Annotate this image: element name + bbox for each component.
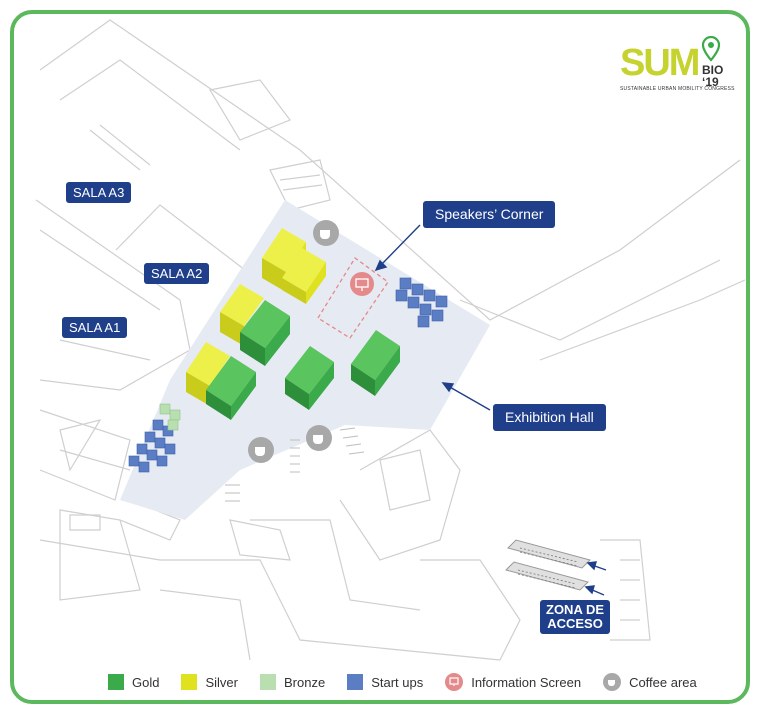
logo-wordmark: SUM	[620, 42, 700, 84]
room-label-sala-a1: SALA A1	[62, 317, 128, 338]
map-frame	[10, 10, 750, 704]
silver-swatch	[181, 674, 198, 690]
legend-label: Gold	[132, 674, 160, 690]
coffee-cup-icon	[603, 673, 622, 691]
speakers-corner-area	[317, 257, 389, 339]
sum-bio-logo: SUM BIO ‘19 SUSTAINABLE URBAN MOBILITY C…	[620, 36, 734, 100]
logo-subtitle: SUSTAINABLE URBAN MOBILITY CONGRESS	[620, 86, 735, 92]
startup-booths	[128, 277, 448, 473]
zona-line-1: ZONA DE	[546, 602, 605, 617]
legend-label: Start ups	[371, 674, 424, 690]
coffee-area-icon	[306, 425, 332, 451]
building-outlines	[35, 19, 746, 661]
legend-label: Information Screen	[471, 674, 582, 690]
logo-edition-line2: ‘19	[702, 75, 719, 89]
logo-edition: BIO ‘19	[702, 64, 723, 88]
location-pin-icon	[702, 36, 720, 62]
stairs	[225, 427, 365, 502]
escalators	[505, 539, 591, 591]
gold-booths	[206, 300, 400, 420]
legend-item-bronze: Bronze	[259, 674, 326, 690]
room-label-sala-a3: SALA A3	[66, 182, 132, 203]
speakers-corner-label: Speakers’ Corner	[423, 201, 556, 228]
gold-swatch	[108, 674, 124, 690]
room-label-sala-a2: SALA A2	[144, 263, 210, 284]
silver-booths	[186, 228, 326, 406]
bronze-booths	[159, 403, 181, 431]
logo-edition-line1: BIO	[702, 63, 724, 77]
legend-item-info: Information Screen	[445, 673, 581, 691]
legend-label: Coffee area	[629, 674, 697, 690]
legend-label: Silver	[205, 674, 238, 690]
legend-label: Bronze	[283, 674, 326, 690]
callout-arrows	[374, 224, 607, 596]
information-screen-icon	[350, 272, 374, 296]
coffee-area-icon	[313, 220, 339, 246]
screen-icon	[445, 673, 464, 691]
legend-item-coffee: Coffee area	[603, 673, 697, 691]
coffee-area-icon	[248, 437, 274, 463]
legend-item-startups: Start ups	[347, 674, 423, 690]
bronze-swatch	[259, 674, 276, 690]
legend-item-silver: Silver	[181, 674, 238, 690]
legend: Gold Silver Bronze Start ups Information…	[108, 672, 697, 692]
startups-swatch	[347, 674, 364, 690]
legend-item-gold: Gold	[108, 674, 159, 690]
zona-de-acceso-label: ZONA DE ACCESO	[540, 600, 611, 634]
exhibition-hall-label: Exhibition Hall	[493, 404, 606, 431]
zona-line-2: ACCESO	[547, 616, 603, 631]
